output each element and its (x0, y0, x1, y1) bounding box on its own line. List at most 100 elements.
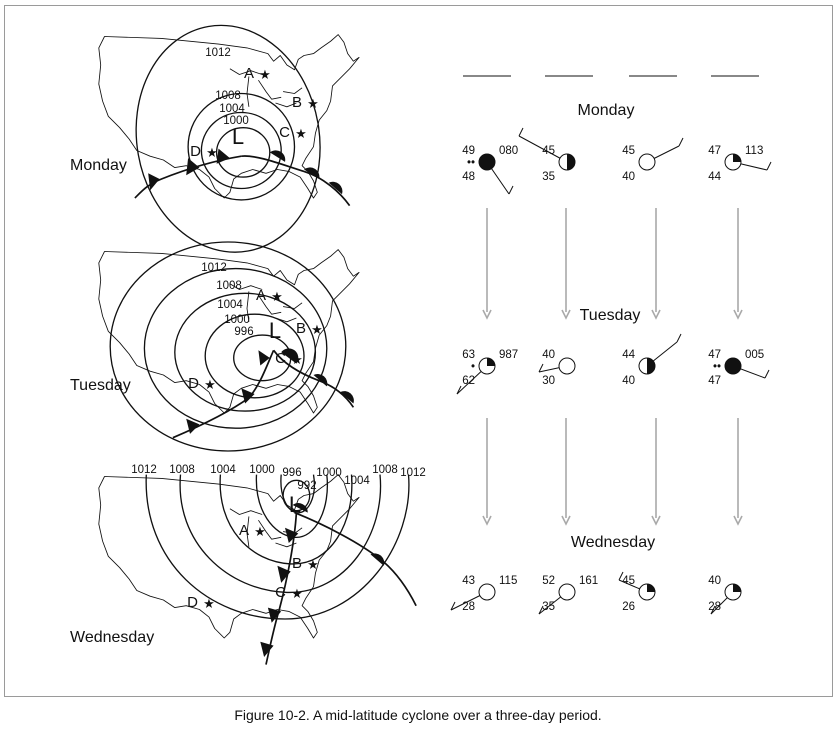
station-dewpoint: 28 (462, 601, 475, 613)
station-dewpoint: 40 (622, 171, 635, 183)
sky-cover-circle (558, 357, 576, 375)
site-b-tuesday: B (296, 320, 306, 337)
wind-feather (538, 363, 544, 373)
tuesday-map (98, 241, 360, 452)
isobar-label-monday-3: 1000 (223, 115, 249, 127)
cold-front-markers (260, 527, 299, 657)
site-star-b: ★ (307, 557, 319, 572)
site-d-tuesday: D (188, 375, 199, 392)
station-temperature: 40 (542, 349, 555, 361)
station-dewpoint: 62 (462, 375, 475, 387)
station-dewpoint: 47 (708, 375, 721, 387)
station-model-monday-3: 45 40 (622, 137, 684, 183)
wind-feather (538, 605, 544, 615)
isobar-label-tuesday-2: 1004 (217, 299, 243, 311)
wind-feather (710, 605, 716, 615)
wind-feather (764, 369, 770, 379)
sky-cover-fill (487, 358, 495, 366)
site-star-c: ★ (295, 126, 307, 141)
isobar-label-monday-2: 1004 (219, 103, 245, 115)
isobar-label-tuesday-4: 996 (234, 326, 253, 338)
site-b-wednesday: B (292, 555, 302, 572)
station-temperature: 44 (622, 349, 635, 361)
station-temperature: 45 (622, 575, 635, 587)
cold-front-markers (148, 148, 230, 191)
station-pressure: 987 (499, 349, 518, 361)
site-star-d: ★ (206, 145, 218, 160)
station-temperature: 40 (708, 575, 721, 587)
station-pressure: 113 (745, 145, 763, 157)
wind-barb (518, 135, 568, 163)
arrow-head (651, 515, 661, 526)
station-temperature: 49 (462, 145, 475, 157)
site-d-monday: D (190, 143, 201, 160)
sky-cover-fill (647, 584, 655, 592)
wind-feather (678, 137, 684, 147)
station-pressure: 161 (579, 575, 598, 587)
warm-front-markers (269, 150, 343, 195)
station-dewpoint: 26 (622, 601, 635, 613)
site-star-a: ★ (271, 289, 283, 304)
isobar-label-wednesday-3: 1000 (249, 464, 275, 476)
arrow-head (733, 309, 743, 320)
station-pressure: 005 (745, 349, 764, 361)
isobar-label-wednesday-0: 1012 (131, 464, 157, 476)
arrow-head (651, 309, 661, 320)
wind-feather (518, 127, 524, 137)
station-pressure: 080 (499, 145, 518, 157)
station-day-label-tuesday: Tuesday (580, 307, 641, 324)
site-c-monday: C (279, 124, 290, 141)
station-temperature: 45 (622, 145, 635, 157)
isobar-label-wednesday-1: 1008 (169, 464, 195, 476)
station-temperature: 47 (708, 349, 721, 361)
low-pressure-symbol-tuesday: L (269, 318, 281, 343)
site-star-a: ★ (254, 524, 266, 539)
site-star-b: ★ (307, 96, 319, 111)
site-star-b: ★ (311, 322, 323, 337)
isobar-label-wednesday-9: 1012 (400, 467, 426, 479)
site-a-tuesday: A (256, 287, 266, 304)
sky-cover-fill (647, 358, 655, 374)
station-dewpoint: 44 (708, 171, 721, 183)
low-pressure-symbol-monday: L (232, 124, 244, 149)
sky-cover-circle (638, 153, 656, 171)
isobar-label-wednesday-2: 1004 (210, 464, 236, 476)
station-day-label-wednesday: Wednesday (571, 534, 655, 551)
map-day-label-monday: Monday (70, 157, 127, 174)
wind-feather (456, 385, 462, 395)
cyclone-diagram: MondayMondayTuesdayTuesdayWednesdayWedne… (70, 24, 772, 665)
warm-front (241, 155, 351, 207)
station-day-label-monday: Monday (578, 102, 635, 119)
arrow-head (561, 515, 571, 526)
station-model-wednesday-3: 45 26 (618, 571, 656, 613)
site-c-wednesday: C (275, 584, 286, 601)
figure-caption: Figure 10-2. A mid-latitude cyclone over… (234, 707, 602, 723)
station-weather: •• (467, 157, 475, 169)
isobar-label-monday-1: 1008 (215, 90, 241, 102)
isobar-label-wednesday-4: 996 (282, 467, 301, 479)
station-pressure: 115 (499, 575, 517, 587)
station-temperature: 63 (462, 349, 475, 361)
warm-front-markers (281, 348, 354, 404)
arrow-head (482, 515, 492, 526)
station-dewpoint: 48 (462, 171, 475, 183)
sky-cover-circle (558, 583, 576, 601)
sky-cover-circle (724, 357, 742, 375)
wind-feather (450, 601, 456, 611)
sky-cover-fill (733, 584, 741, 592)
warm-front (272, 349, 355, 408)
cold-front-markers (186, 350, 270, 434)
isobar-label-tuesday-0: 1012 (201, 262, 227, 274)
site-star-d: ★ (203, 596, 215, 611)
site-d-wednesday: D (187, 594, 198, 611)
station-temperature: 47 (708, 145, 721, 157)
wind-feather (676, 333, 682, 343)
